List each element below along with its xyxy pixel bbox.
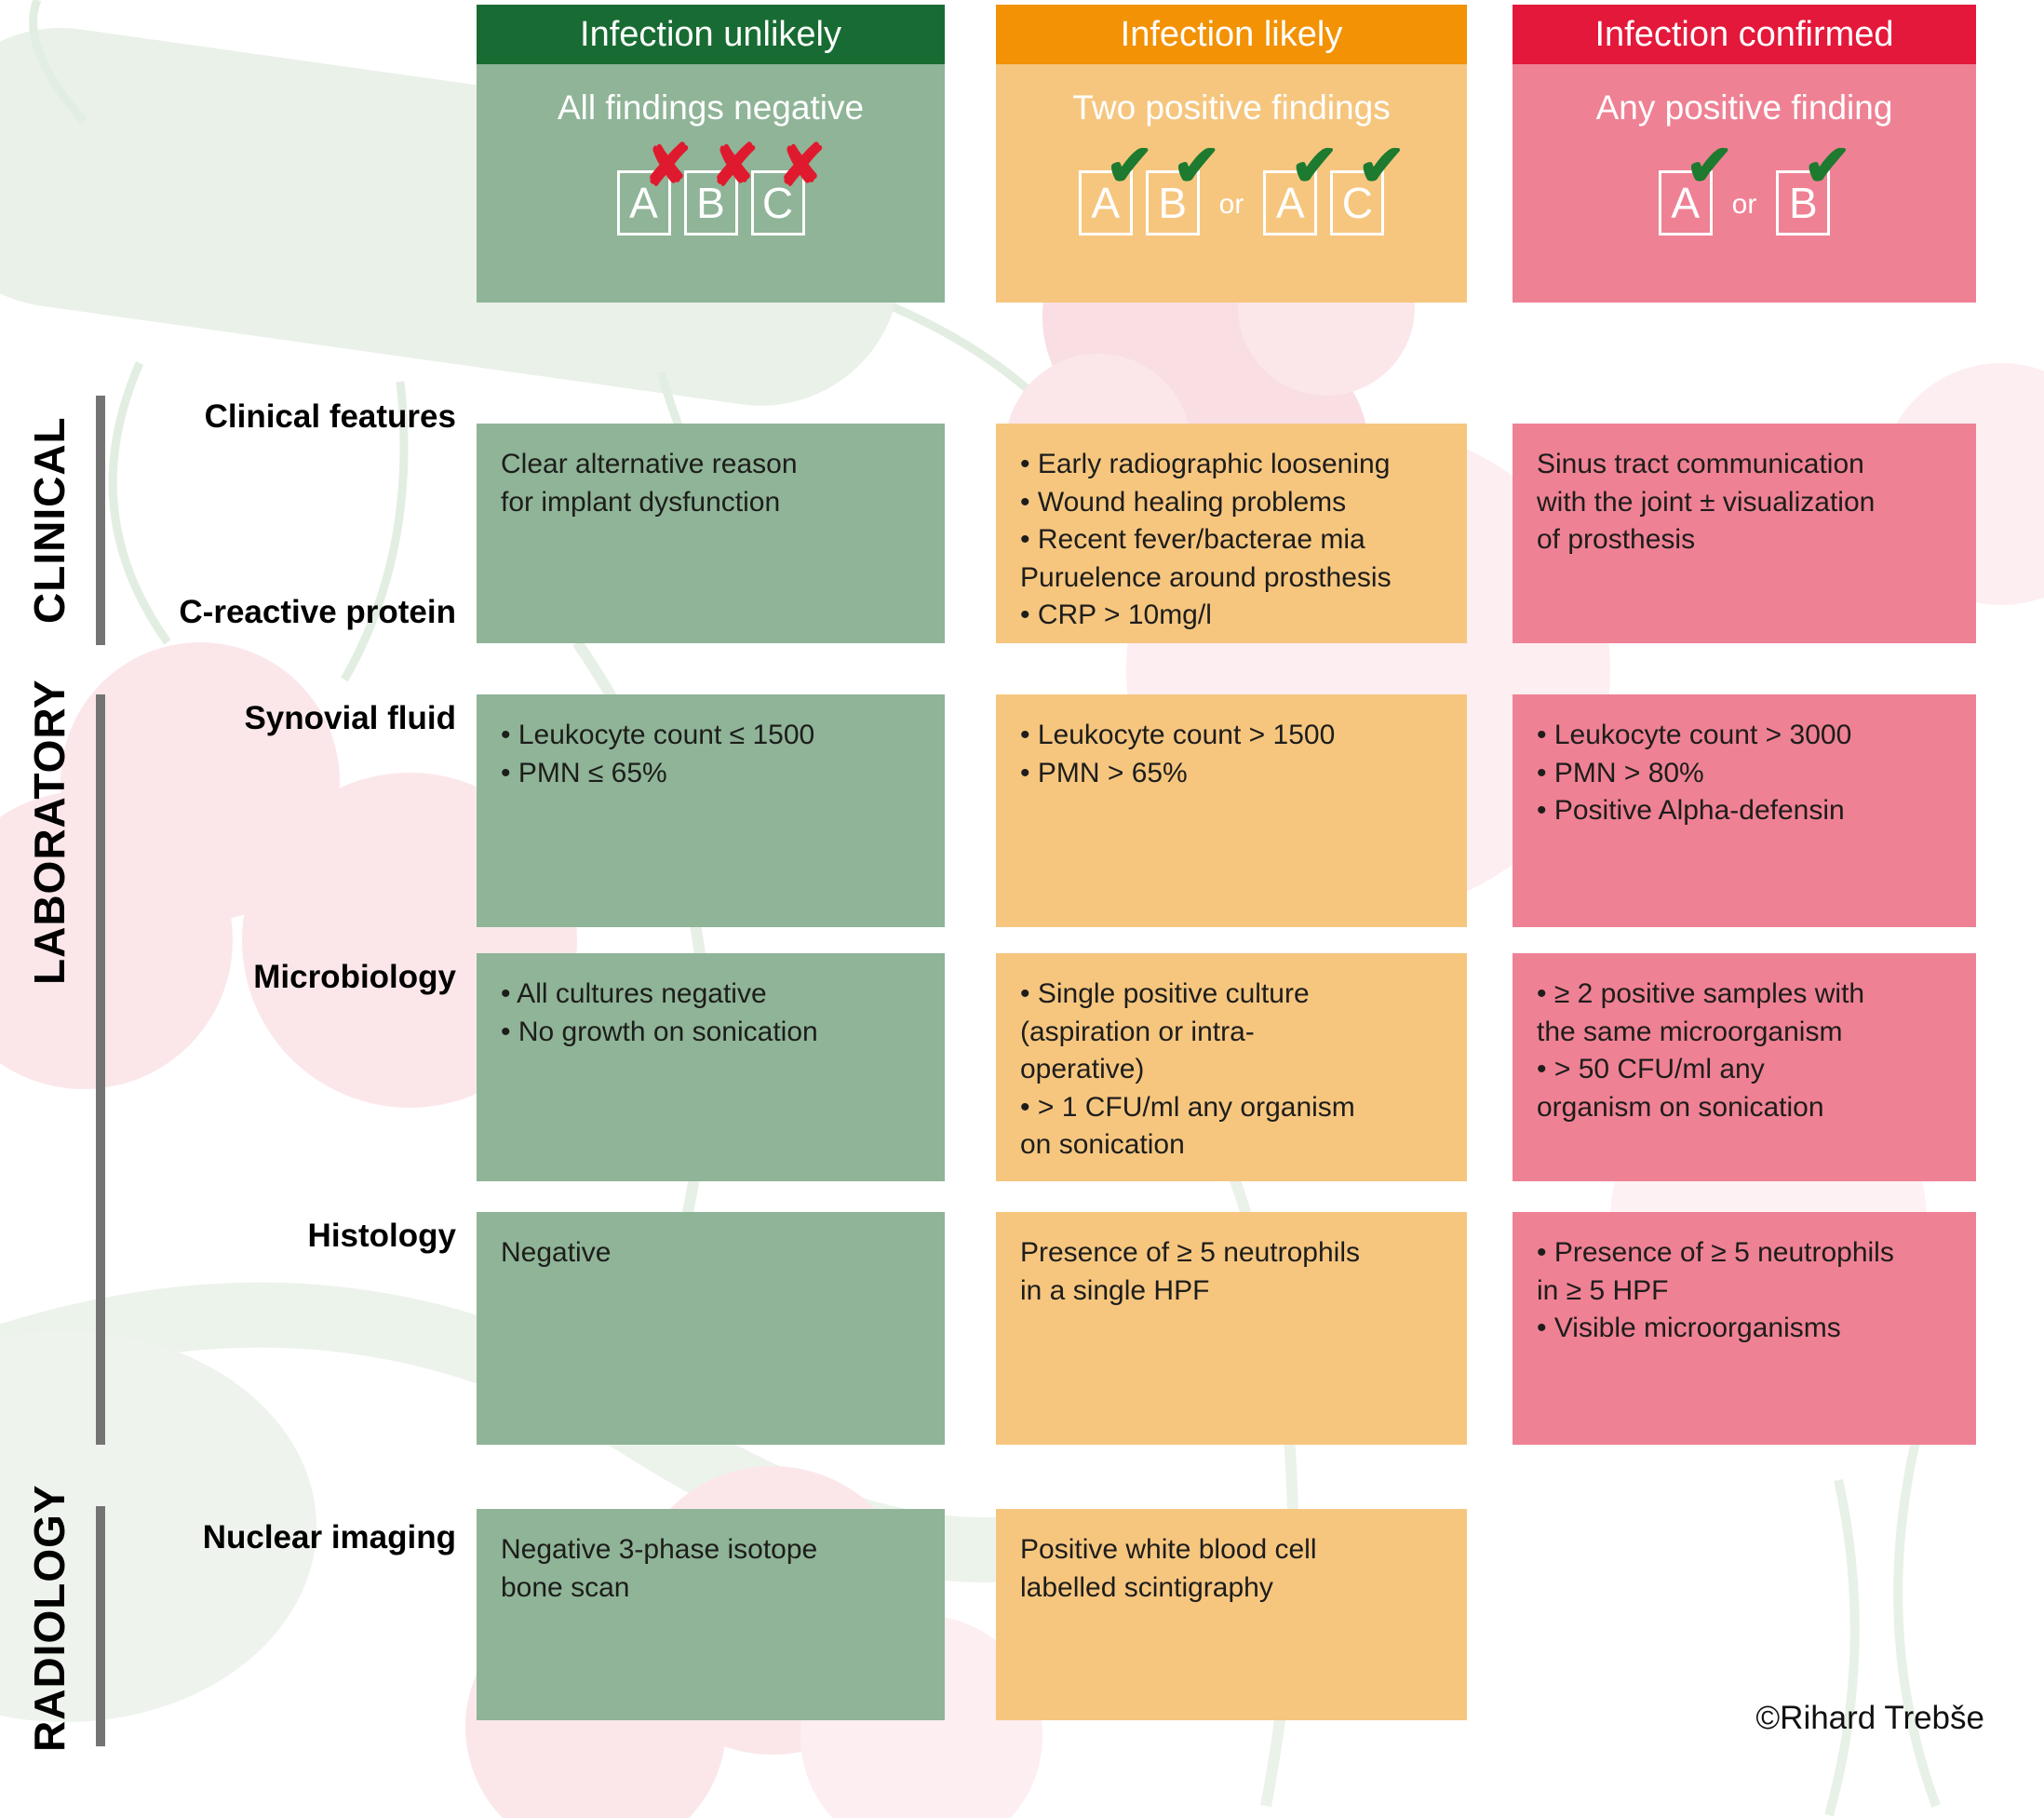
row-label-histology: Histology	[307, 1218, 456, 1254]
column-header-unlikely: Infection unlikely	[477, 5, 945, 64]
checkbox-letter: A	[629, 179, 658, 227]
checkbox-a: A ✔	[1263, 138, 1338, 236]
checkbox-b: B ✔	[1145, 138, 1221, 236]
column-caption-likely: Two positive findings	[1072, 88, 1391, 127]
checkbox-a: A ✘	[616, 138, 693, 236]
cell-nuclear-imaging-unlikely: Negative 3-phase isotope bone scan	[477, 1509, 945, 1720]
checkbox-c: C ✘	[750, 138, 827, 236]
cell-nuclear-imaging-likely: Positive white blood cell labelled scint…	[996, 1509, 1467, 1720]
checkbox-a: A ✔	[1078, 138, 1154, 236]
checkbox-letter: B	[1158, 179, 1187, 227]
cell-synovial-fluid-unlikely: • Leukocyte count ≤ 1500 • PMN ≤ 65%	[477, 694, 945, 927]
cell-synovial-fluid-likely: • Leukocyte count > 1500 • PMN > 65%	[996, 694, 1467, 927]
checkbox-group-ac: A ✔ C ✔	[1257, 138, 1405, 236]
checkbox-letter: A	[1671, 179, 1700, 227]
copyright: ©Rihard Trebše	[1755, 1700, 1984, 1736]
checkbox-letter: B	[696, 179, 725, 227]
cell-microbiology-confirmed: • ≥ 2 positive samples with the same mic…	[1513, 953, 1976, 1181]
column-caption-unlikely: All findings negative	[557, 88, 865, 127]
cell-clinical-features-likely: • Early radiographic loosening • Wound h…	[996, 424, 1467, 643]
row-label-synovial-fluid: Synovial fluid	[244, 700, 456, 736]
column-header-likely: Infection likely	[996, 5, 1467, 64]
check-icon: ✔	[1357, 134, 1406, 198]
check-icon: ✔	[1685, 134, 1734, 198]
laboratory-section-bar	[96, 694, 105, 1445]
checkbox-letter: A	[1276, 179, 1305, 227]
cell-microbiology-likely: • Single positive culture (aspiration or…	[996, 953, 1467, 1181]
checkbox-letter: C	[1341, 179, 1373, 227]
column-subheader-unlikely: All findings negative A ✘ B ✘ C ✘	[477, 64, 945, 303]
cross-icon: ✘	[777, 134, 827, 198]
section-label-laboratory: LABORATORY	[25, 679, 74, 985]
column-subheader-confirmed: Any positive finding A ✔ or B ✔	[1513, 64, 1976, 303]
clinical-section-bar	[96, 396, 105, 645]
checkbox-letter: C	[761, 179, 794, 227]
checkbox-row-likely: A ✔ B ✔ or A ✔ C ✔	[996, 138, 1467, 236]
checkbox-letter: B	[1789, 179, 1818, 227]
checkbox-c: C ✔	[1330, 138, 1405, 236]
checkbox-b: B ✘	[683, 138, 760, 236]
column-subheader-likely: Two positive findings A ✔ B ✔ or A ✔	[996, 64, 1467, 303]
row-label-nuclear-imaging: Nuclear imaging	[202, 1519, 456, 1555]
cell-microbiology-unlikely: • All cultures negative • No growth on s…	[477, 953, 945, 1181]
or-label: or	[1218, 189, 1244, 220]
column-header-confirmed: Infection confirmed	[1513, 5, 1976, 64]
check-icon: ✔	[1172, 134, 1221, 198]
cell-histology-confirmed: • Presence of ≥ 5 neutrophils in ≥ 5 HPF…	[1513, 1212, 1976, 1445]
cell-histology-unlikely: Negative	[477, 1212, 945, 1445]
row-label-c-reactive-protein: C-reactive protein	[179, 594, 456, 630]
column-caption-confirmed: Any positive finding	[1595, 88, 1893, 127]
checkbox-row-unlikely: A ✘ B ✘ C ✘	[477, 138, 945, 236]
row-label-clinical-features: Clinical features	[204, 398, 456, 435]
checkbox-a: A ✔	[1658, 138, 1734, 236]
or-label: or	[1731, 189, 1757, 220]
checkbox-b: B ✔	[1776, 138, 1851, 236]
cell-clinical-features-unlikely: Clear alternative reason for implant dys…	[477, 424, 945, 643]
checkbox-letter: A	[1091, 179, 1120, 227]
check-icon: ✔	[1803, 134, 1852, 198]
radiology-section-bar	[96, 1506, 105, 1746]
row-label-microbiology: Microbiology	[253, 959, 456, 995]
checkbox-row-confirmed: A ✔ or B ✔	[1513, 138, 1976, 236]
cell-synovial-fluid-confirmed: • Leukocyte count > 3000 • PMN > 80% • P…	[1513, 694, 1976, 927]
cell-histology-likely: Presence of ≥ 5 neutrophils in a single …	[996, 1212, 1467, 1445]
cell-clinical-features-confirmed: Sinus tract communication with the joint…	[1513, 424, 1976, 643]
checkbox-group-ab: A ✔ B ✔	[1072, 138, 1221, 236]
